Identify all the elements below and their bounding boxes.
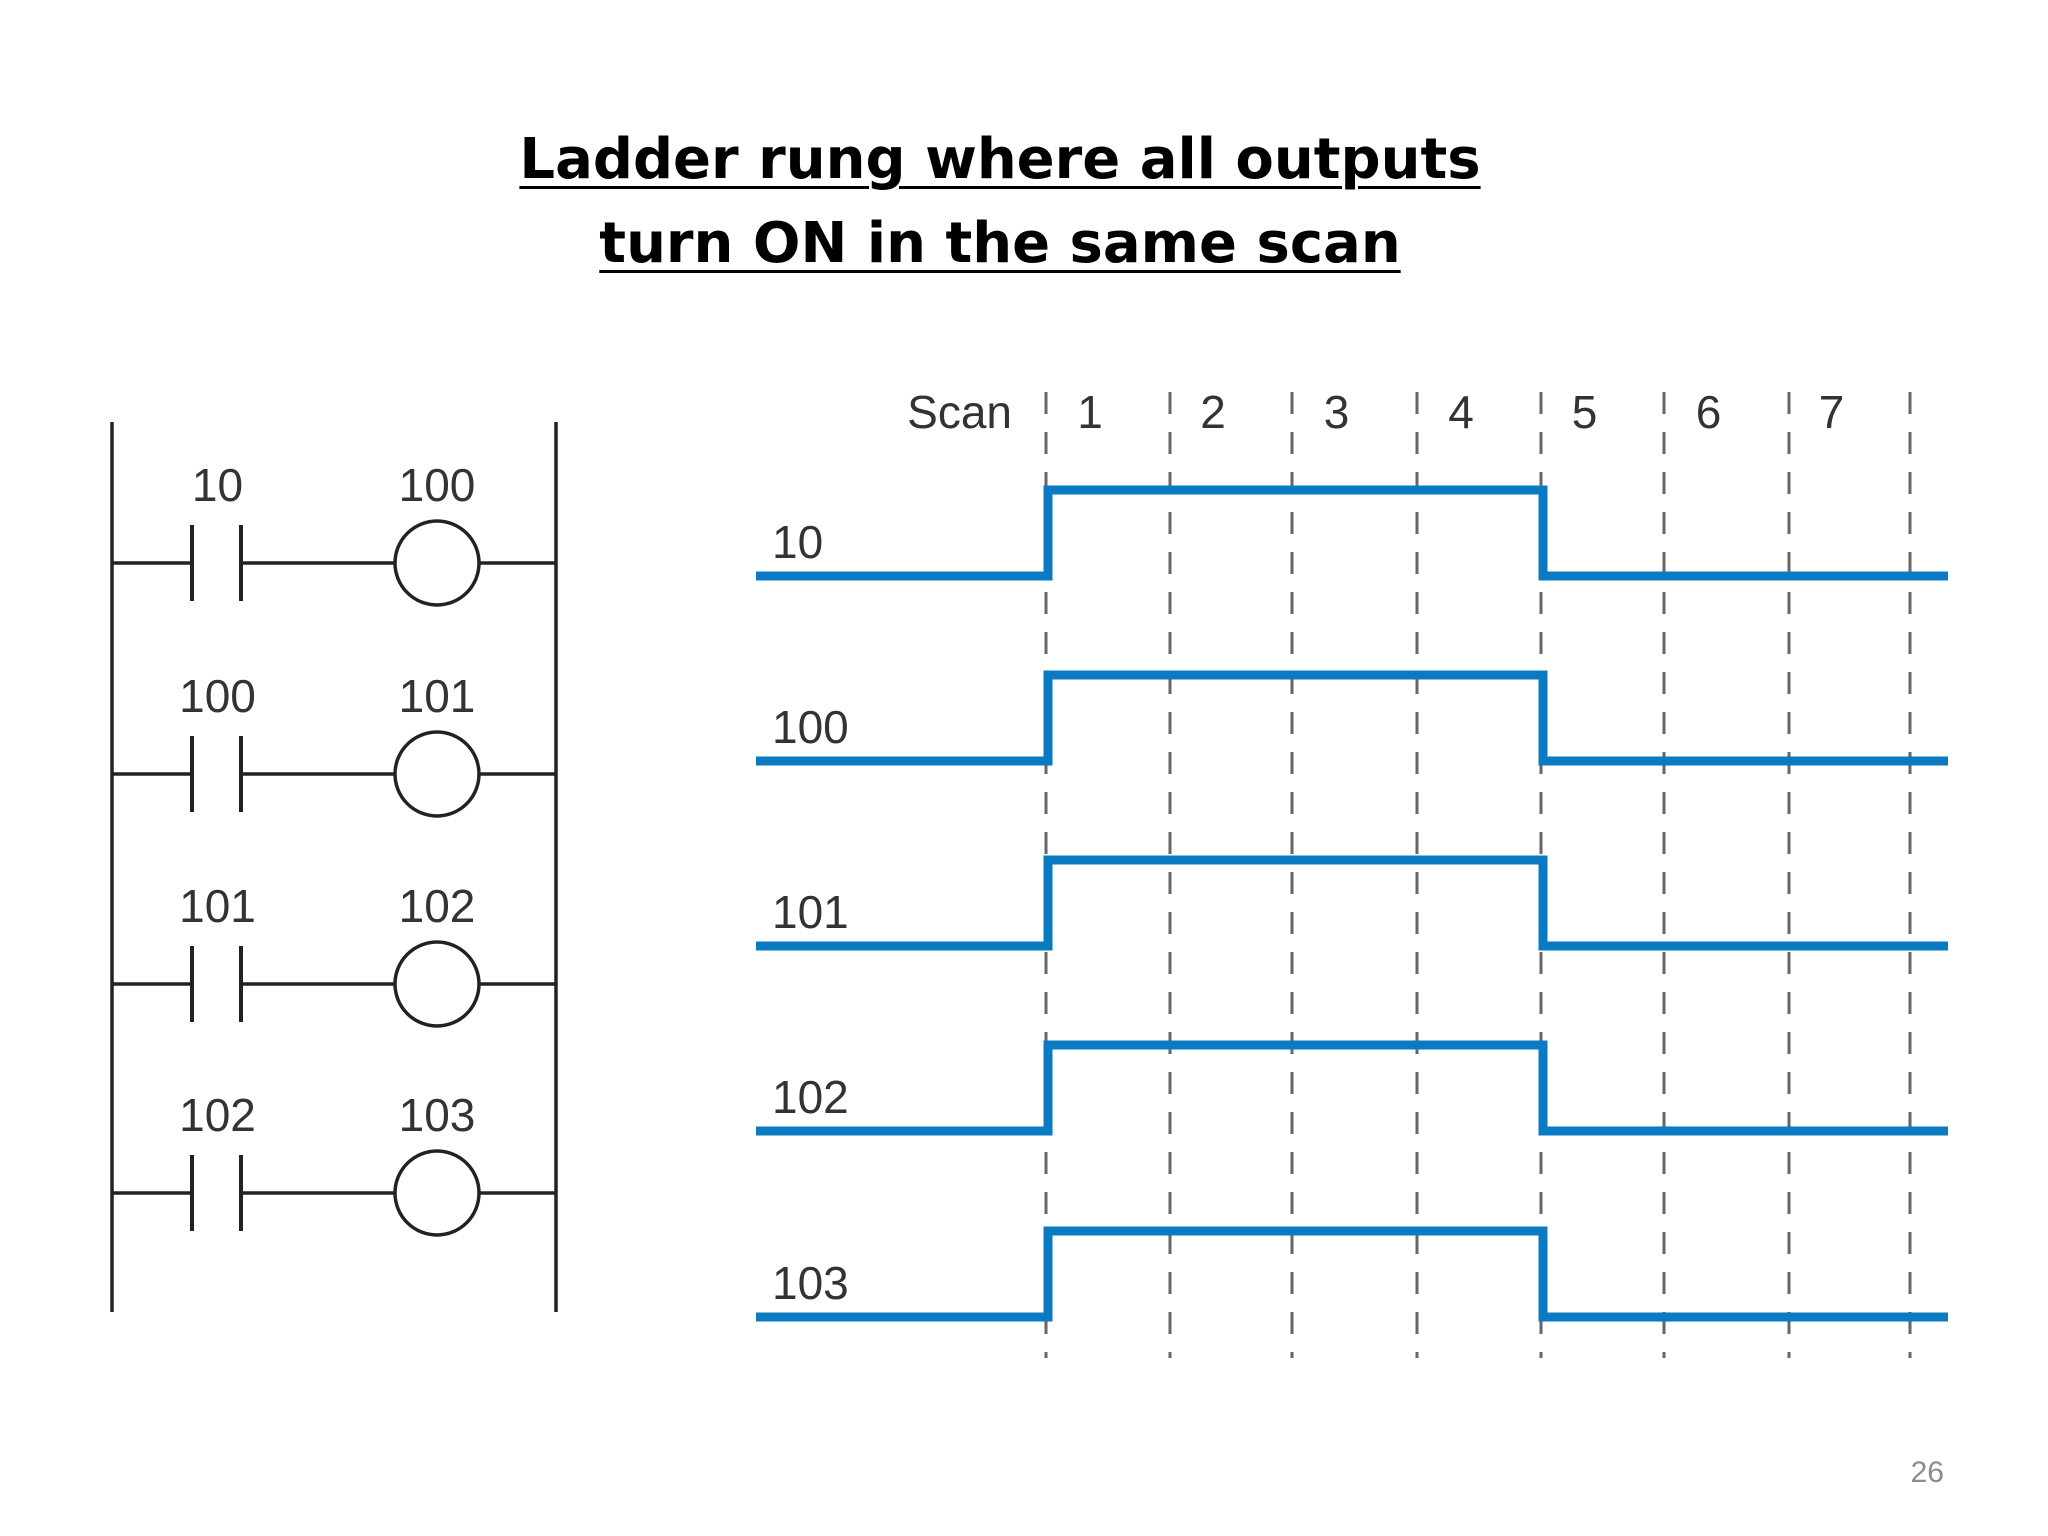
output-coil xyxy=(393,940,481,1028)
ladder-rung: 10 100 xyxy=(112,459,556,607)
title-line-1: Ladder rung where all outputs xyxy=(519,127,1481,192)
scan-number: 2 xyxy=(1200,386,1226,438)
coil-label: 100 xyxy=(399,459,476,511)
signal-label: 103 xyxy=(772,1257,849,1309)
ladder-rung: 101 102 xyxy=(112,880,556,1028)
title-line-2: turn ON in the same scan xyxy=(599,211,1401,276)
slide-title: Ladder rung where all outputs turn ON in… xyxy=(0,118,2000,286)
signal-label: 100 xyxy=(772,701,849,753)
coil-label: 102 xyxy=(399,880,476,932)
ladder-diagram: 10 100 100 101 101 102 102 103 xyxy=(110,422,558,1312)
contact-label: 100 xyxy=(179,670,256,722)
scan-number: 3 xyxy=(1324,386,1350,438)
signal-label: 102 xyxy=(772,1071,849,1123)
signal-waveform xyxy=(756,1226,1948,1322)
scan-number: 5 xyxy=(1572,386,1598,438)
scan-number: 4 xyxy=(1448,386,1474,438)
scan-axis-label: Scan xyxy=(907,386,1012,438)
page-number: 26 xyxy=(1910,1456,1944,1489)
coil-label: 103 xyxy=(399,1089,476,1141)
output-coil xyxy=(393,519,481,607)
signal-waveform xyxy=(756,670,1948,766)
contact-label: 102 xyxy=(179,1089,256,1141)
scan-number: 1 xyxy=(1077,386,1103,438)
contact-label: 10 xyxy=(192,459,243,511)
timing-diagram: Scan 1 2 3 4 5 6 7 10 100 101 102 103 xyxy=(756,386,1948,1358)
scan-number: 6 xyxy=(1696,386,1722,438)
ladder-rung: 102 103 xyxy=(112,1089,556,1237)
output-coil xyxy=(393,730,481,818)
signal-waveform xyxy=(756,1040,1948,1136)
scan-number: 7 xyxy=(1819,386,1845,438)
coil-label: 101 xyxy=(399,670,476,722)
signal-label: 101 xyxy=(772,886,849,938)
contact-label: 101 xyxy=(179,880,256,932)
output-coil xyxy=(393,1149,481,1237)
signal-waveform xyxy=(756,485,1948,581)
signal-waveform xyxy=(756,855,1948,951)
ladder-rung: 100 101 xyxy=(112,670,556,818)
signal-label: 10 xyxy=(772,516,823,568)
